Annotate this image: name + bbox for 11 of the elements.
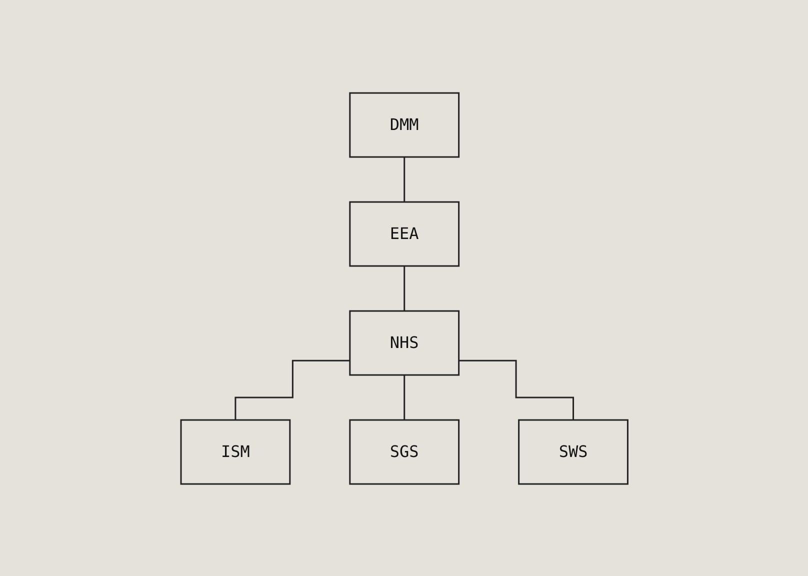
node-box: ISM [180,418,290,484]
connector [403,156,405,202]
connector [403,374,405,420]
node-box: SWS [518,418,628,484]
connector [458,359,574,420]
node-box: DMM [348,92,460,158]
node-box: EEA [348,200,460,266]
node-box: NHS [348,310,460,376]
connector [234,359,350,420]
connector [403,264,405,312]
node-box: SGS [348,418,460,484]
